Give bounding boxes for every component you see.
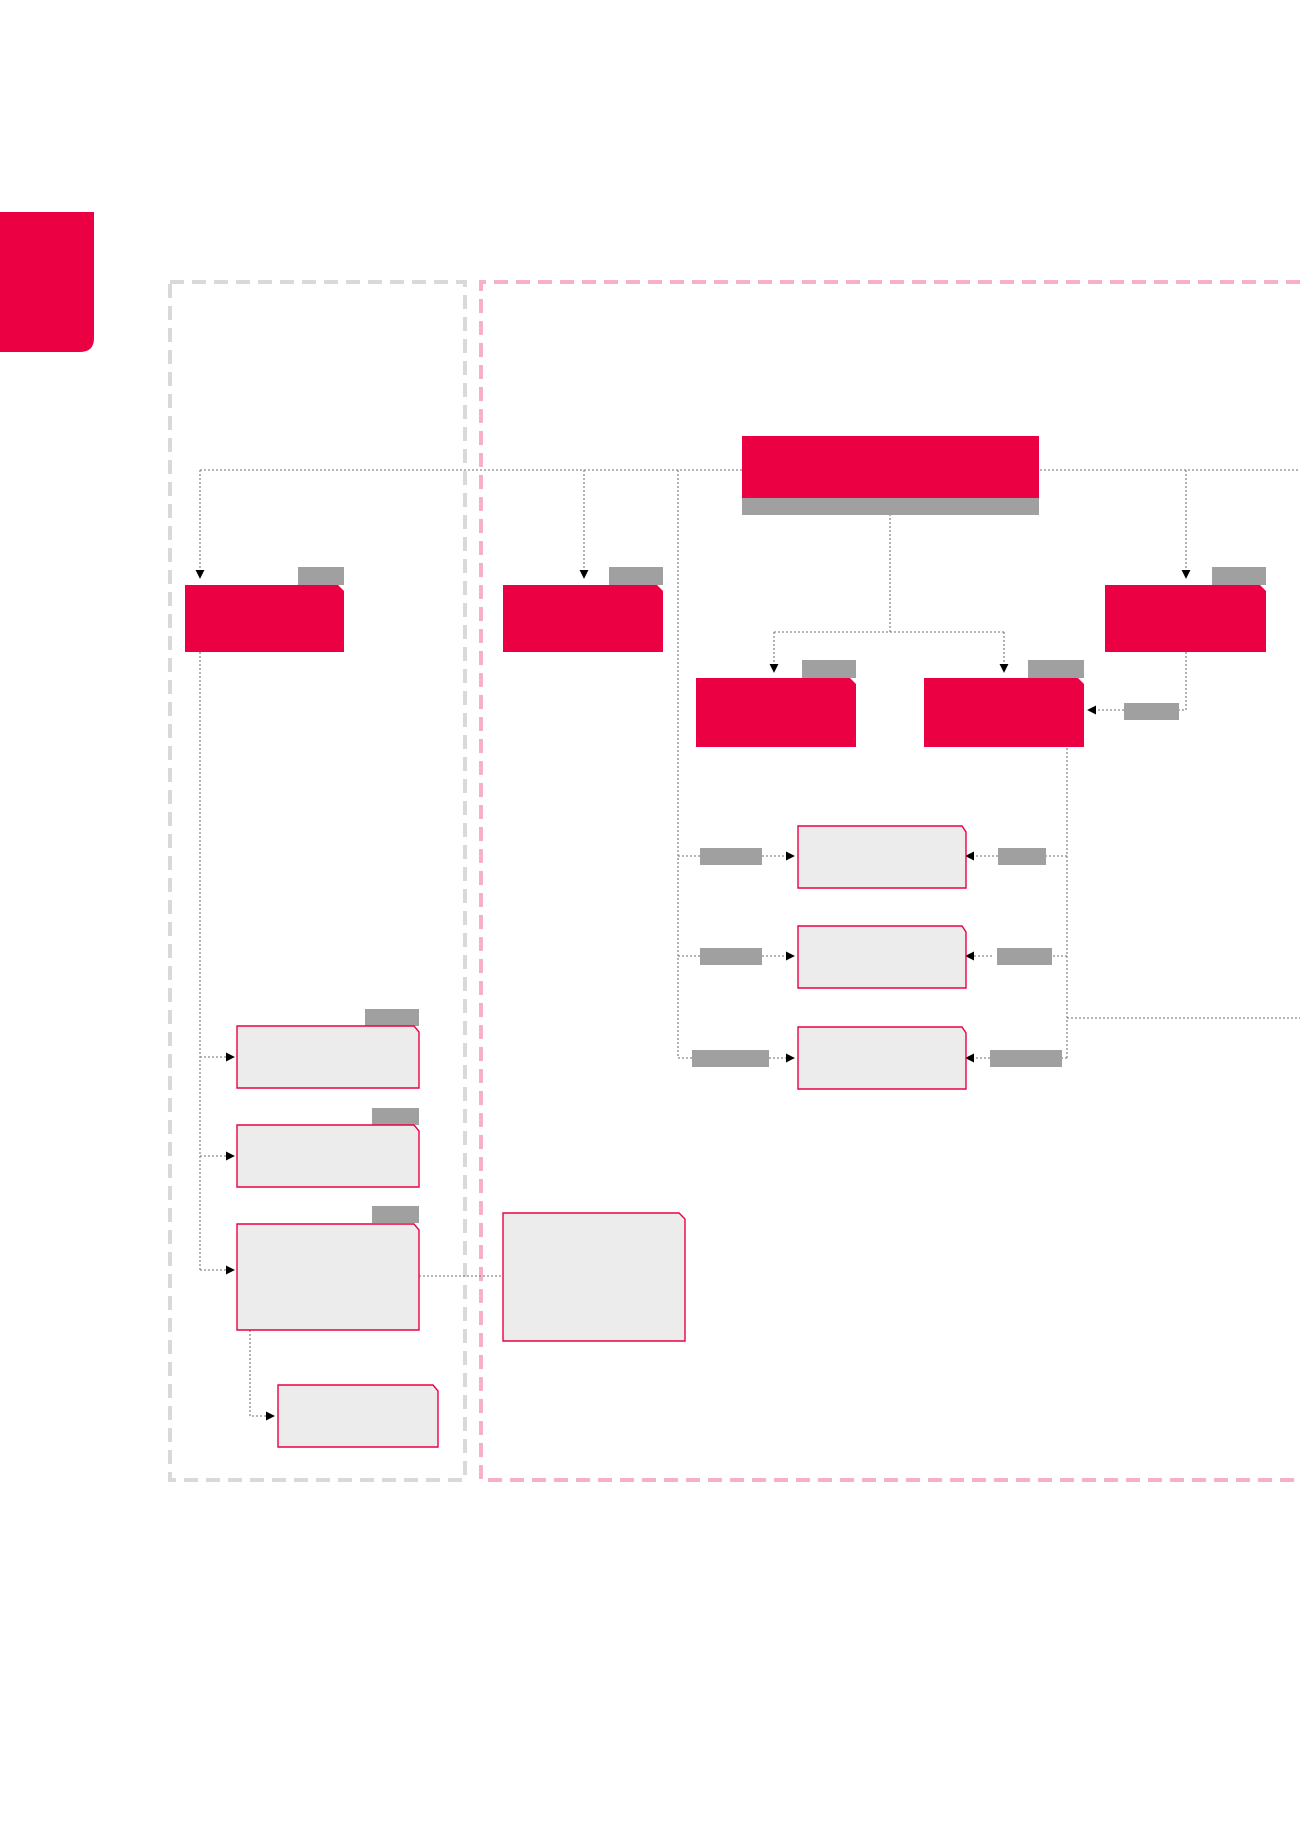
tag-mid-3-right xyxy=(990,1050,1062,1067)
connectors xyxy=(195,469,1300,1421)
tag-mid-2-left xyxy=(700,948,762,965)
tag-left-3 xyxy=(372,1206,419,1223)
tag-right-feed xyxy=(1124,703,1179,720)
tag-mid-2-right xyxy=(997,948,1052,965)
gray-box-left-3 xyxy=(236,1223,420,1331)
right-dashed-frame xyxy=(479,280,1300,1482)
tag-mid-3-left xyxy=(692,1050,769,1067)
top-title-box xyxy=(742,436,1039,498)
tag-left-2 xyxy=(372,1108,419,1125)
tag-mid-1-left xyxy=(700,848,762,865)
red-box-mid xyxy=(503,567,663,652)
side-tab xyxy=(0,212,94,352)
gray-box-left-2 xyxy=(236,1124,420,1188)
gray-box-small xyxy=(277,1384,439,1448)
red-box-left xyxy=(185,567,344,652)
gray-box-large xyxy=(502,1212,686,1342)
top-title-bar xyxy=(742,498,1039,515)
tag-mid-1-right xyxy=(998,848,1046,865)
red-box-lower-right xyxy=(924,660,1084,747)
gray-tags xyxy=(365,703,1179,1223)
red-box-lower-left xyxy=(696,660,856,747)
gray-box-mid-2 xyxy=(797,925,967,989)
gray-box-left-1 xyxy=(236,1025,420,1089)
red-box-right xyxy=(1105,567,1266,652)
gray-box-mid-1 xyxy=(797,825,967,889)
gray-box-mid-3 xyxy=(797,1026,967,1090)
tag-left-1 xyxy=(365,1009,419,1026)
gray-boxes xyxy=(236,825,967,1448)
left-dashed-frame xyxy=(168,280,467,1482)
